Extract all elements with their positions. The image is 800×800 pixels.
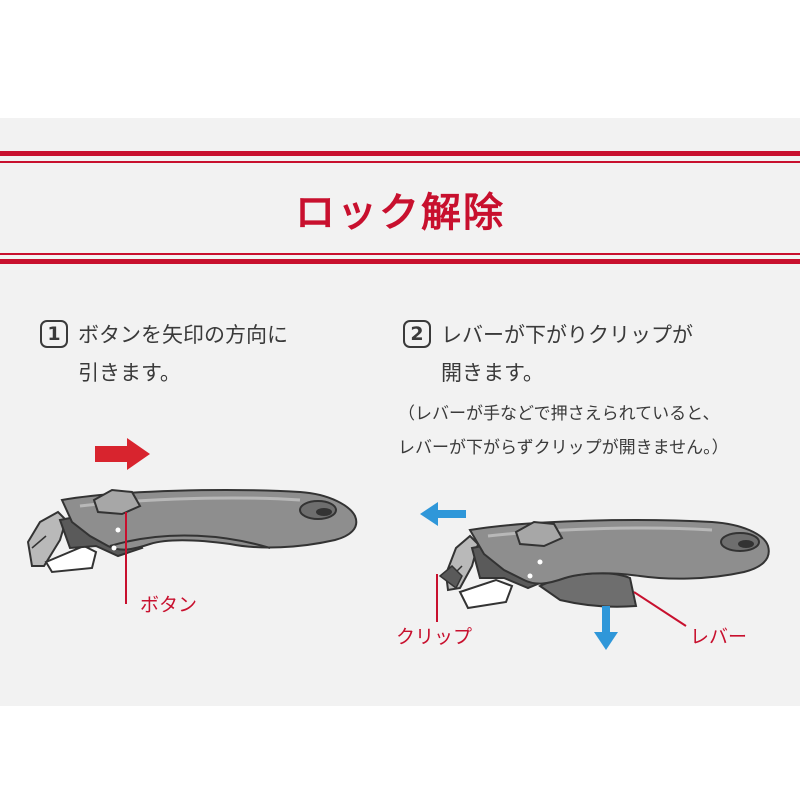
step-1-line-1-text: ボタンを矢印の方向に (78, 323, 288, 347)
step-2-text: 2 レバーが下がりクリップが 開きます。 (403, 316, 693, 392)
content-panel (0, 118, 800, 706)
top-rule-thick (0, 151, 800, 156)
step-2-line-2: 開きます。 (441, 361, 544, 385)
step-2-note-line-1: （レバーが手などで押さえられていると、 (398, 404, 720, 424)
arrow-down-icon (594, 606, 618, 650)
step-1-text: 1 ボタンを矢印の方向に 引きます。 (40, 316, 288, 392)
bottom-rule-thick (0, 259, 800, 264)
step-2-note-line-2: レバーが下がらずクリップが開きません。） (398, 438, 729, 458)
lever-callout-line (633, 591, 687, 627)
label-button: ボタン (140, 594, 198, 616)
step-2-handle (438, 519, 770, 610)
step-1-handle (26, 488, 358, 574)
step-1-line-1: 1 ボタンを矢印の方向に (40, 316, 288, 354)
page-title: ロック解除 (295, 190, 505, 236)
label-lever: レバー (690, 626, 748, 648)
step-1-line-2: 引きます。 (78, 361, 181, 385)
step-1-number: 1 (40, 320, 68, 348)
bottom-rule-thin (0, 253, 800, 255)
step-2-number: 2 (403, 320, 431, 348)
step-2-line-1: 2 レバーが下がりクリップが (403, 316, 693, 354)
arrow-left-icon (420, 502, 466, 526)
arrow-right-icon (95, 438, 150, 470)
step-2-line-1-text: レバーが下がりクリップが (441, 323, 693, 347)
top-rule-thin (0, 161, 800, 163)
label-clip: クリップ (396, 626, 473, 648)
